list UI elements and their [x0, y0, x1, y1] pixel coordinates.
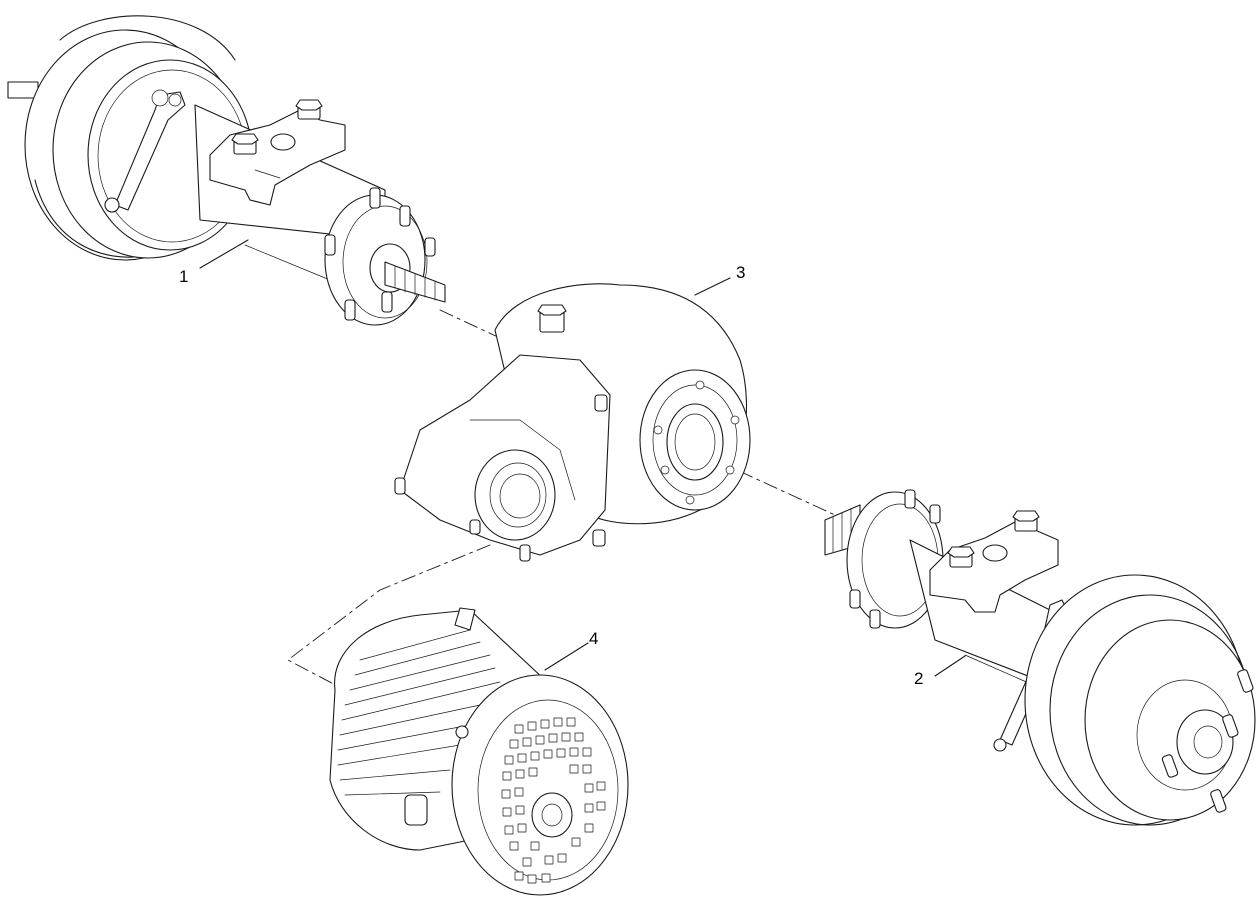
left-bracket-bolt-b	[231, 133, 259, 155]
centerline-left-axle	[439, 309, 516, 346]
gearbox-stud	[592, 529, 606, 547]
right-axle-assembly	[824, 489, 1256, 826]
right-hub	[1176, 709, 1234, 775]
left-bracket-hole	[270, 133, 296, 151]
right-lever-nut	[993, 738, 1007, 752]
left-flange-stud	[369, 187, 381, 209]
right-flange-stud	[929, 504, 941, 524]
right-wheel-stud	[1237, 669, 1254, 693]
gearbox-fill-plug	[537, 304, 567, 333]
right-bracket-hole	[982, 544, 1008, 562]
gearbox-stud	[594, 394, 608, 412]
motor-shaft-boss	[531, 792, 573, 838]
callout-2: 2	[914, 669, 924, 688]
gearbox-stud	[519, 544, 531, 562]
gearbox-motor-bore	[474, 449, 556, 541]
leader-line-2	[934, 655, 966, 677]
leader-line-3	[694, 277, 731, 296]
left-flange-stud	[399, 205, 411, 227]
centerline-motor	[287, 544, 491, 691]
electric-motor	[329, 607, 629, 896]
left-flange-stud	[344, 299, 356, 321]
leader-line-4	[544, 642, 589, 671]
right-bracket-bolt-b	[947, 546, 975, 568]
right-wheel-stud	[1222, 714, 1239, 738]
right-bracket-bolt-a	[1012, 510, 1040, 532]
right-wheel-stud	[1161, 754, 1179, 778]
motor-screw	[455, 725, 469, 739]
left-bracket-bolt-a	[295, 99, 323, 120]
left-flange-stud	[324, 234, 336, 256]
right-wheel-stud	[1210, 789, 1227, 813]
right-flange-stud	[849, 589, 861, 609]
motor-lift-tab	[454, 607, 476, 631]
gearbox-stud	[394, 477, 406, 495]
left-flange-stud	[424, 237, 436, 257]
motor-terminal	[404, 794, 428, 826]
motor-vent-grid	[501, 717, 606, 884]
left-flange-stud	[381, 291, 393, 313]
left-lever-nut	[104, 197, 120, 213]
callout-1: 1	[179, 267, 189, 286]
leader-line-1	[199, 239, 249, 269]
gearbox-housing	[394, 283, 751, 562]
left-brake-lever	[114, 91, 186, 211]
right-flange-stud	[869, 609, 881, 629]
gearbox-stud	[469, 519, 481, 535]
right-mount-bracket	[929, 521, 1059, 613]
callout-4: 4	[589, 629, 599, 648]
callout-3: 3	[736, 263, 746, 282]
left-stub-shaft	[7, 81, 39, 99]
gearbox-side-bore	[666, 403, 724, 481]
left-axle-assembly	[7, 15, 446, 326]
right-flange-stud	[904, 489, 916, 509]
